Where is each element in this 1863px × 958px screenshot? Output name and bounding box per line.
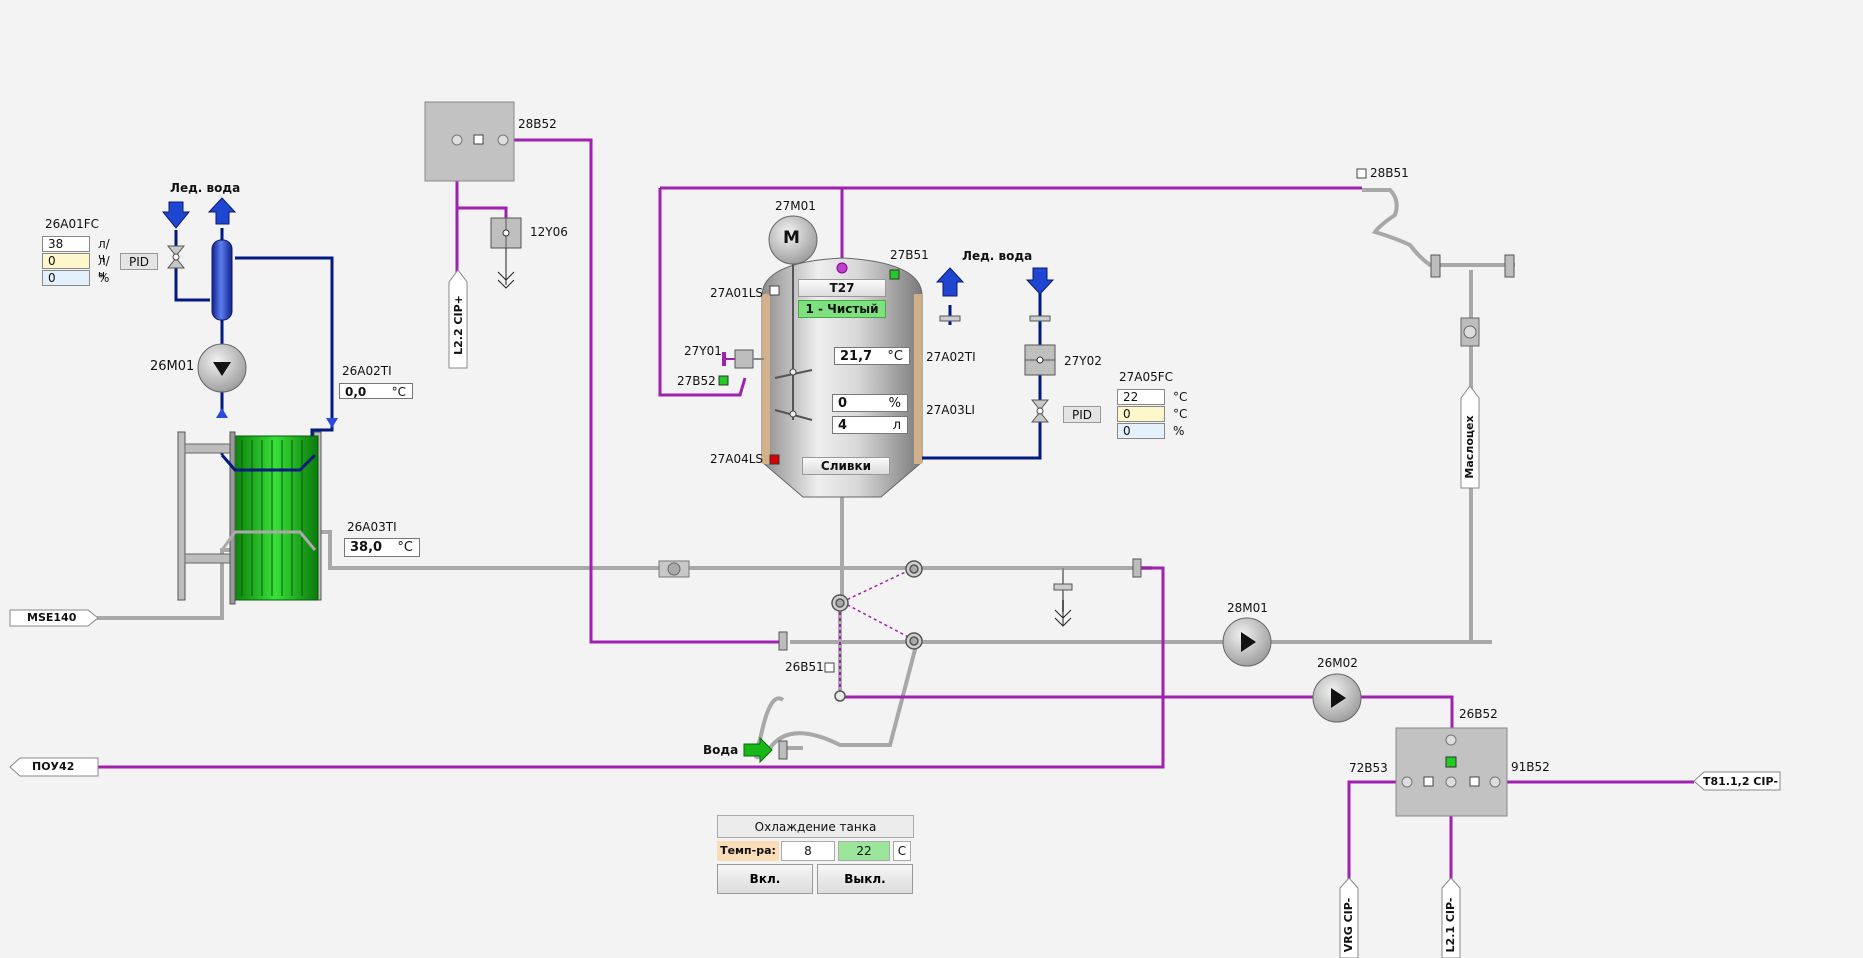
b26b52-tag: 26B52 xyxy=(1459,707,1498,721)
spray-ball-icon xyxy=(836,262,848,274)
cooling-column xyxy=(211,239,233,321)
fc26-value-1[interactable]: 38 xyxy=(42,236,90,252)
flag-cip-plus[interactable]: L2.2 CIP+ xyxy=(452,295,465,355)
fc27-unit-2: °C xyxy=(1173,407,1188,421)
tank-temp: 21,7°C xyxy=(834,347,910,365)
fc27-value-1[interactable]: 22 xyxy=(1117,389,1165,405)
motor-27m01[interactable] xyxy=(768,215,818,265)
fc27-unit-1: °C xyxy=(1173,390,1188,404)
flag-l21[interactable]: L2.1 CIP- xyxy=(1444,897,1457,953)
b27b51-tag: 27B51 xyxy=(890,248,929,262)
tank-status: 1 - Чистый xyxy=(798,300,886,318)
b72b53-tag: 72B53 xyxy=(1349,761,1388,775)
flag-maslo[interactable]: Маслоцех xyxy=(1463,415,1476,479)
pid-button-26[interactable]: PID xyxy=(120,253,158,270)
cooling-unit: C xyxy=(893,841,911,861)
cooling-off-button[interactable]: Выкл. xyxy=(817,864,913,894)
motor-27m01-tag: 27M01 xyxy=(775,199,816,213)
li03-tag: 27A03LI xyxy=(926,403,975,417)
temp-26a02-tag: 26A02TI xyxy=(342,364,392,378)
water-label: Вода xyxy=(703,743,739,757)
tank-name[interactable]: T27 xyxy=(798,279,886,297)
tank-level-pct: 0% xyxy=(832,394,908,412)
flag-pou42[interactable]: ПОУ42 xyxy=(32,760,75,773)
pump-28m01-tag: 28M01 xyxy=(1227,601,1268,615)
pid-button-27[interactable]: PID xyxy=(1063,406,1101,423)
valve-12y06-tag: 12Y06 xyxy=(530,225,568,239)
water-arrow-icon xyxy=(743,736,773,764)
pump-26m01-label: 26M01 xyxy=(150,359,195,374)
ice-water-label-right: Лед. вода xyxy=(962,249,1033,263)
b27b51-indicator xyxy=(889,269,900,280)
arrow-up-icon xyxy=(207,197,237,225)
ls01-indicator xyxy=(769,285,780,296)
ice-water-label: Лед. вода xyxy=(170,181,241,195)
b26b51-tag: 26B51 xyxy=(785,660,824,674)
fc26-unit-3: % xyxy=(98,271,110,285)
ls04-indicator xyxy=(769,454,780,465)
valve-27y02-tag: 27Y02 xyxy=(1064,354,1102,368)
valve-27y01[interactable] xyxy=(734,349,754,369)
cooling-on-button[interactable]: Вкл. xyxy=(717,864,813,894)
fc26-value-3: 0 xyxy=(42,270,90,286)
temp-26a03-tag: 26A03TI xyxy=(347,520,397,534)
temp-26a03-value: 38,0°C xyxy=(344,538,420,557)
pump-26m02-tag: 26M02 xyxy=(1317,656,1358,670)
arrow-down-icon xyxy=(161,201,191,229)
fc26-unit-1: л/ч xyxy=(98,237,110,265)
valve-27y01-tag: 27Y01 xyxy=(684,344,722,358)
b27b52-tag: 27B52 xyxy=(677,374,716,388)
cooling-title: Охлаждение танка xyxy=(717,815,914,838)
ls04-tag: 27A04LS xyxy=(710,452,764,466)
arrow-up-icon xyxy=(935,267,965,297)
b91b52-tag: 91B52 xyxy=(1511,760,1550,774)
tank-product[interactable]: Сливки xyxy=(802,457,890,475)
ls01-tag: 27A01LS xyxy=(710,286,764,300)
cooling-actual: 22 xyxy=(838,841,890,861)
fc27-tag: 27A05FC xyxy=(1119,370,1174,384)
cooling-panel: Охлаждение танка Темп-ра: 8 22 C Вкл. Вы… xyxy=(717,815,914,894)
cooling-temp-label: Темп-ра: xyxy=(717,841,779,861)
fc27-value-3: 0 xyxy=(1117,423,1165,439)
b28b51-tag: 28B51 xyxy=(1370,166,1409,180)
arrow-down-icon xyxy=(1025,267,1055,295)
fc26-unit-2: л/ч xyxy=(98,254,110,282)
ti02-tag: 27A02TI xyxy=(926,350,976,364)
module-28b52-tag: 28B52 xyxy=(518,117,557,131)
flag-vrg[interactable]: VRG CIP- xyxy=(1342,897,1355,953)
fc27-unit-3: % xyxy=(1173,424,1185,438)
fc26-tag: 26A01FC xyxy=(45,217,100,231)
flag-t81[interactable]: T81.1,2 CIP- xyxy=(1703,775,1778,788)
temp-26a02-value: 0,0°C xyxy=(339,383,413,399)
flag-mse140[interactable]: MSE140 xyxy=(27,611,77,624)
cooling-setpoint[interactable]: 8 xyxy=(781,841,835,861)
fc26-value-2: 0 xyxy=(42,253,90,269)
fc27-value-2: 0 xyxy=(1117,406,1165,422)
motor-label: M xyxy=(783,228,800,248)
heat-exchanger[interactable] xyxy=(177,431,322,605)
